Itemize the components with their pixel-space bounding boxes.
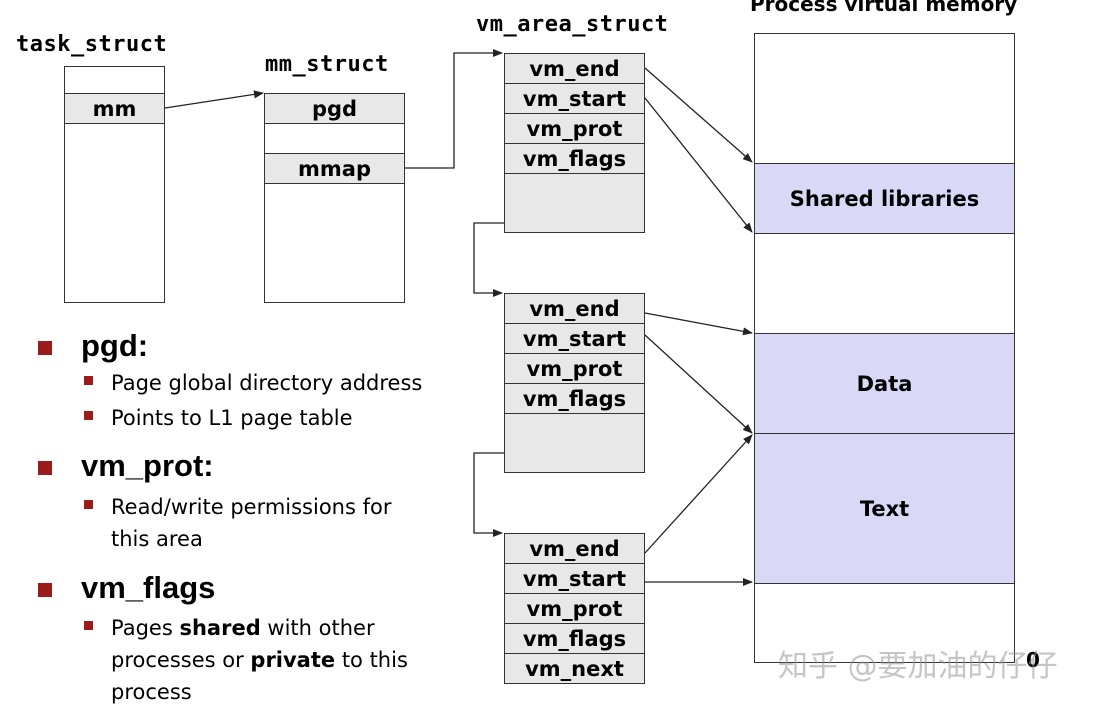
bullet-item-text: Page global directory address	[111, 367, 431, 399]
arrow-vm-next-1	[473, 222, 504, 297]
vm-area-3-vm-next: vm_next	[504, 653, 645, 684]
mm-struct-box	[264, 93, 405, 303]
task-struct-title: task_struct	[16, 32, 168, 57]
sub-bullet-square-icon	[84, 500, 93, 509]
arrow-mmap-to-vm-area	[405, 49, 503, 169]
bullet-square-icon	[38, 341, 52, 355]
vm-area-3-vm-prot: vm_prot	[504, 593, 645, 624]
arrow-area2-start	[644, 334, 753, 434]
bullet-heading: pgd:	[81, 328, 149, 363]
bullet-item-text: Pages shared with other processes or pri…	[111, 612, 431, 708]
bullet-item-text: Points to L1 page table	[111, 402, 431, 434]
vm-area-1-next-slot	[504, 173, 645, 233]
bullet-item-text: Read/write permissions for this area	[111, 491, 431, 555]
vm-area-1-vm-start: vm_start	[504, 83, 645, 114]
text-segment: Pages	[111, 616, 180, 640]
arrow-mm-to-mm-struct	[164, 90, 264, 109]
vm-area-2-next-slot	[504, 413, 645, 473]
mm-struct-title: mm_struct	[265, 52, 389, 77]
bullet-heading: vm_prot:	[81, 448, 214, 483]
vm-area-3-vm-start: vm_start	[504, 563, 645, 594]
arrow-area3-end	[644, 434, 753, 554]
region-shared-libraries: Shared libraries	[754, 163, 1015, 234]
region-text: Text	[754, 433, 1015, 584]
arrow-vm-next-2	[473, 452, 504, 537]
bullet-square-icon	[38, 461, 52, 475]
arrow-area2-end	[644, 312, 753, 336]
text-segment: Page global directory address	[111, 371, 423, 395]
bullet-square-icon	[38, 583, 52, 597]
text-segment: Points to L1 page table	[111, 406, 353, 430]
arrow-area1-end	[644, 67, 753, 163]
vm-area-1-vm-prot: vm_prot	[504, 113, 645, 144]
sub-bullet-square-icon	[84, 376, 93, 385]
mm-struct-mmap-field: mmap	[264, 153, 405, 184]
bold-text-segment: private	[250, 648, 336, 672]
process-virtual-memory-title: Process virtual memory	[750, 0, 1018, 16]
sub-bullet-square-icon	[84, 621, 93, 630]
region-data: Data	[754, 333, 1015, 434]
vm-area-2-vm-start: vm_start	[504, 323, 645, 354]
text-segment: with other processes or	[111, 616, 375, 672]
text-segment: to this process	[111, 648, 408, 704]
address-zero-label: 0	[1026, 648, 1040, 672]
vm-area-struct-title: vm_area_struct	[476, 12, 669, 37]
vm-area-2-vm-flags: vm_flags	[504, 383, 645, 414]
vm-area-3-vm-flags: vm_flags	[504, 623, 645, 654]
task-struct-mm-field: mm	[64, 93, 165, 124]
text-segment: Read/write permissions for this area	[111, 495, 392, 551]
vm-area-1-vm-end: vm_end	[504, 53, 645, 84]
bold-text-segment: shared	[179, 616, 261, 640]
watermark: 知乎 @要加油的仔仔	[778, 649, 1058, 684]
mm-struct-pgd-field: pgd	[264, 93, 405, 124]
vm-area-1-vm-flags: vm_flags	[504, 143, 645, 174]
sub-bullet-square-icon	[84, 411, 93, 420]
vm-area-2-vm-end: vm_end	[504, 293, 645, 324]
bullet-heading: vm_flags	[81, 570, 216, 605]
arrow-area1-start	[644, 97, 753, 233]
